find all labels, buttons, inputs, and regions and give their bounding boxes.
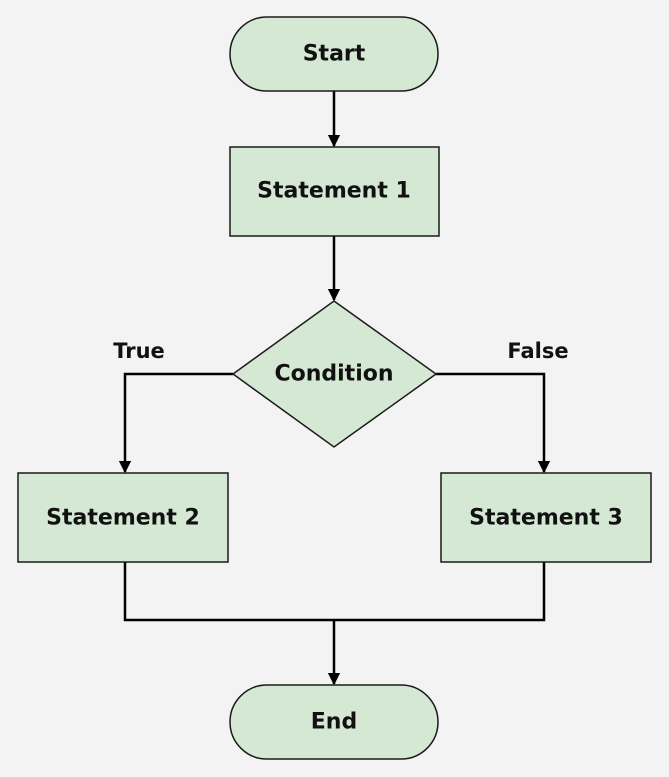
end-terminal-shape bbox=[229, 684, 439, 760]
statement-2-process-shape bbox=[17, 472, 229, 563]
start-label: Start bbox=[303, 42, 366, 67]
node-condition: Condition bbox=[231, 300, 438, 448]
true-branch-label: True bbox=[113, 339, 165, 363]
node-end: End bbox=[229, 684, 439, 760]
edges bbox=[118, 91, 551, 686]
edge-statement2-merge bbox=[123, 562, 334, 622]
edge-statement3-merge bbox=[334, 562, 546, 622]
end-label: End bbox=[311, 710, 357, 735]
condition-decision-shape bbox=[231, 300, 438, 448]
start-terminal-shape bbox=[229, 16, 439, 92]
statement-1-label: Statement 1 bbox=[257, 179, 411, 204]
false-branch-label: False bbox=[507, 339, 568, 363]
node-statement-2: Statement 2 bbox=[17, 472, 229, 563]
condition-label: Condition bbox=[274, 362, 393, 387]
statement-1-process-shape bbox=[229, 146, 440, 237]
statement-3-label: Statement 3 bbox=[469, 506, 623, 531]
edge-condition-true-to-statement2 bbox=[118, 372, 233, 474]
node-start: Start bbox=[229, 16, 439, 92]
edge-condition-false-to-statement3 bbox=[436, 372, 551, 474]
node-statement-3: Statement 3 bbox=[440, 472, 652, 563]
statement-2-label: Statement 2 bbox=[46, 506, 200, 531]
node-statement-1: Statement 1 bbox=[229, 146, 440, 237]
statement-3-process-shape bbox=[440, 472, 652, 563]
